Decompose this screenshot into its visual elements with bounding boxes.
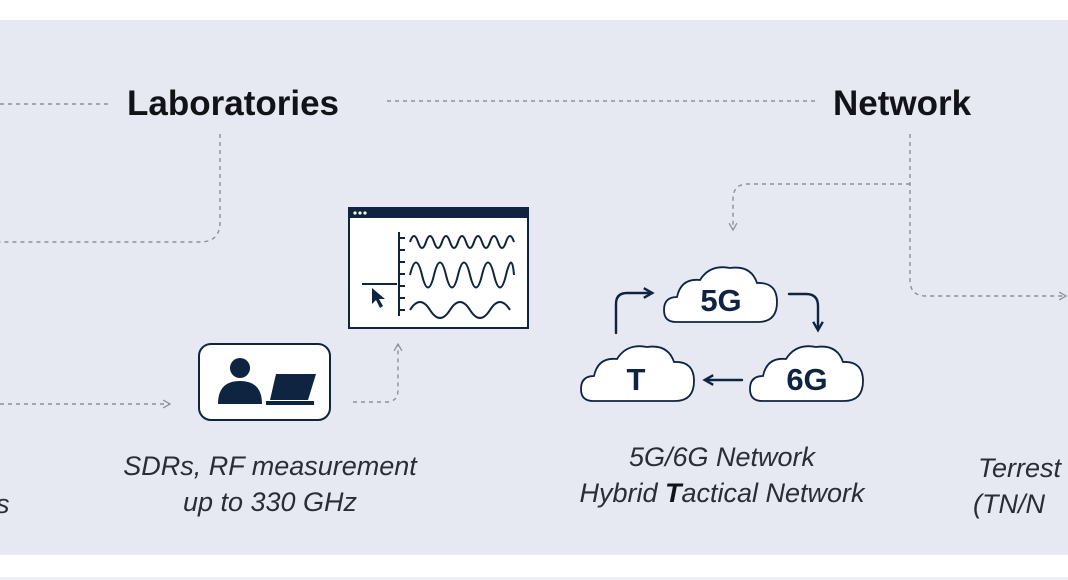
user-laptop-card <box>198 343 331 421</box>
waveform-top <box>409 235 515 249</box>
caption-network-line2-prefix: Hybrid <box>579 478 665 508</box>
connector-network-down-right <box>909 134 1068 301</box>
dotted-connectors <box>0 100 1068 409</box>
cloud-t <box>580 345 695 402</box>
connector-user-to-window <box>353 342 403 403</box>
caption-partial-right-line2: (TN/N <box>973 489 1045 519</box>
caption-network: 5G/6G Network Hybrid Tactical Network <box>532 439 912 511</box>
caption-partial-right-line1: Terrest <box>978 453 1062 483</box>
user-at-laptop-icon <box>218 358 316 405</box>
heading-network: Network <box>833 84 972 123</box>
bottom-strip <box>0 577 1068 580</box>
cloud-t-label: T <box>627 362 646 397</box>
heading-laboratories: Laboratories <box>127 84 339 123</box>
waveform-middle <box>409 261 515 289</box>
caption-partial-right: Terrest (TN/N <box>973 450 1068 522</box>
caption-partial-left: s <box>0 486 10 522</box>
cloud-6g-label: 6G <box>786 362 827 397</box>
connector-laboratories-down <box>0 134 221 243</box>
cloud-5g-label: 5G <box>700 283 741 318</box>
cloud-cycle <box>580 266 864 402</box>
caption-network-line2-suffix: actical Network <box>681 478 865 508</box>
cloud-5g <box>663 266 778 323</box>
diagram-panel <box>0 20 1068 555</box>
connector-network-to-clouds <box>728 183 910 232</box>
spectrum-analyzer-window-icon <box>348 207 529 329</box>
caption-network-line2-bold: T <box>664 478 682 508</box>
cycle-arrow-icon <box>614 287 824 386</box>
cloud-6g <box>749 345 864 402</box>
caption-network-line1: 5G/6G Network <box>628 442 816 472</box>
caption-laboratories-line1: SDRs, RF measurement <box>123 451 417 481</box>
caption-network-line2: Hybrid Tactical Network <box>532 475 912 511</box>
caption-laboratories: SDRs, RF measurement up to 330 GHz <box>80 448 460 520</box>
mouse-cursor-icon <box>372 288 385 308</box>
caption-laboratories-line2: up to 330 GHz <box>182 487 358 517</box>
waveform-bottom <box>409 301 511 319</box>
